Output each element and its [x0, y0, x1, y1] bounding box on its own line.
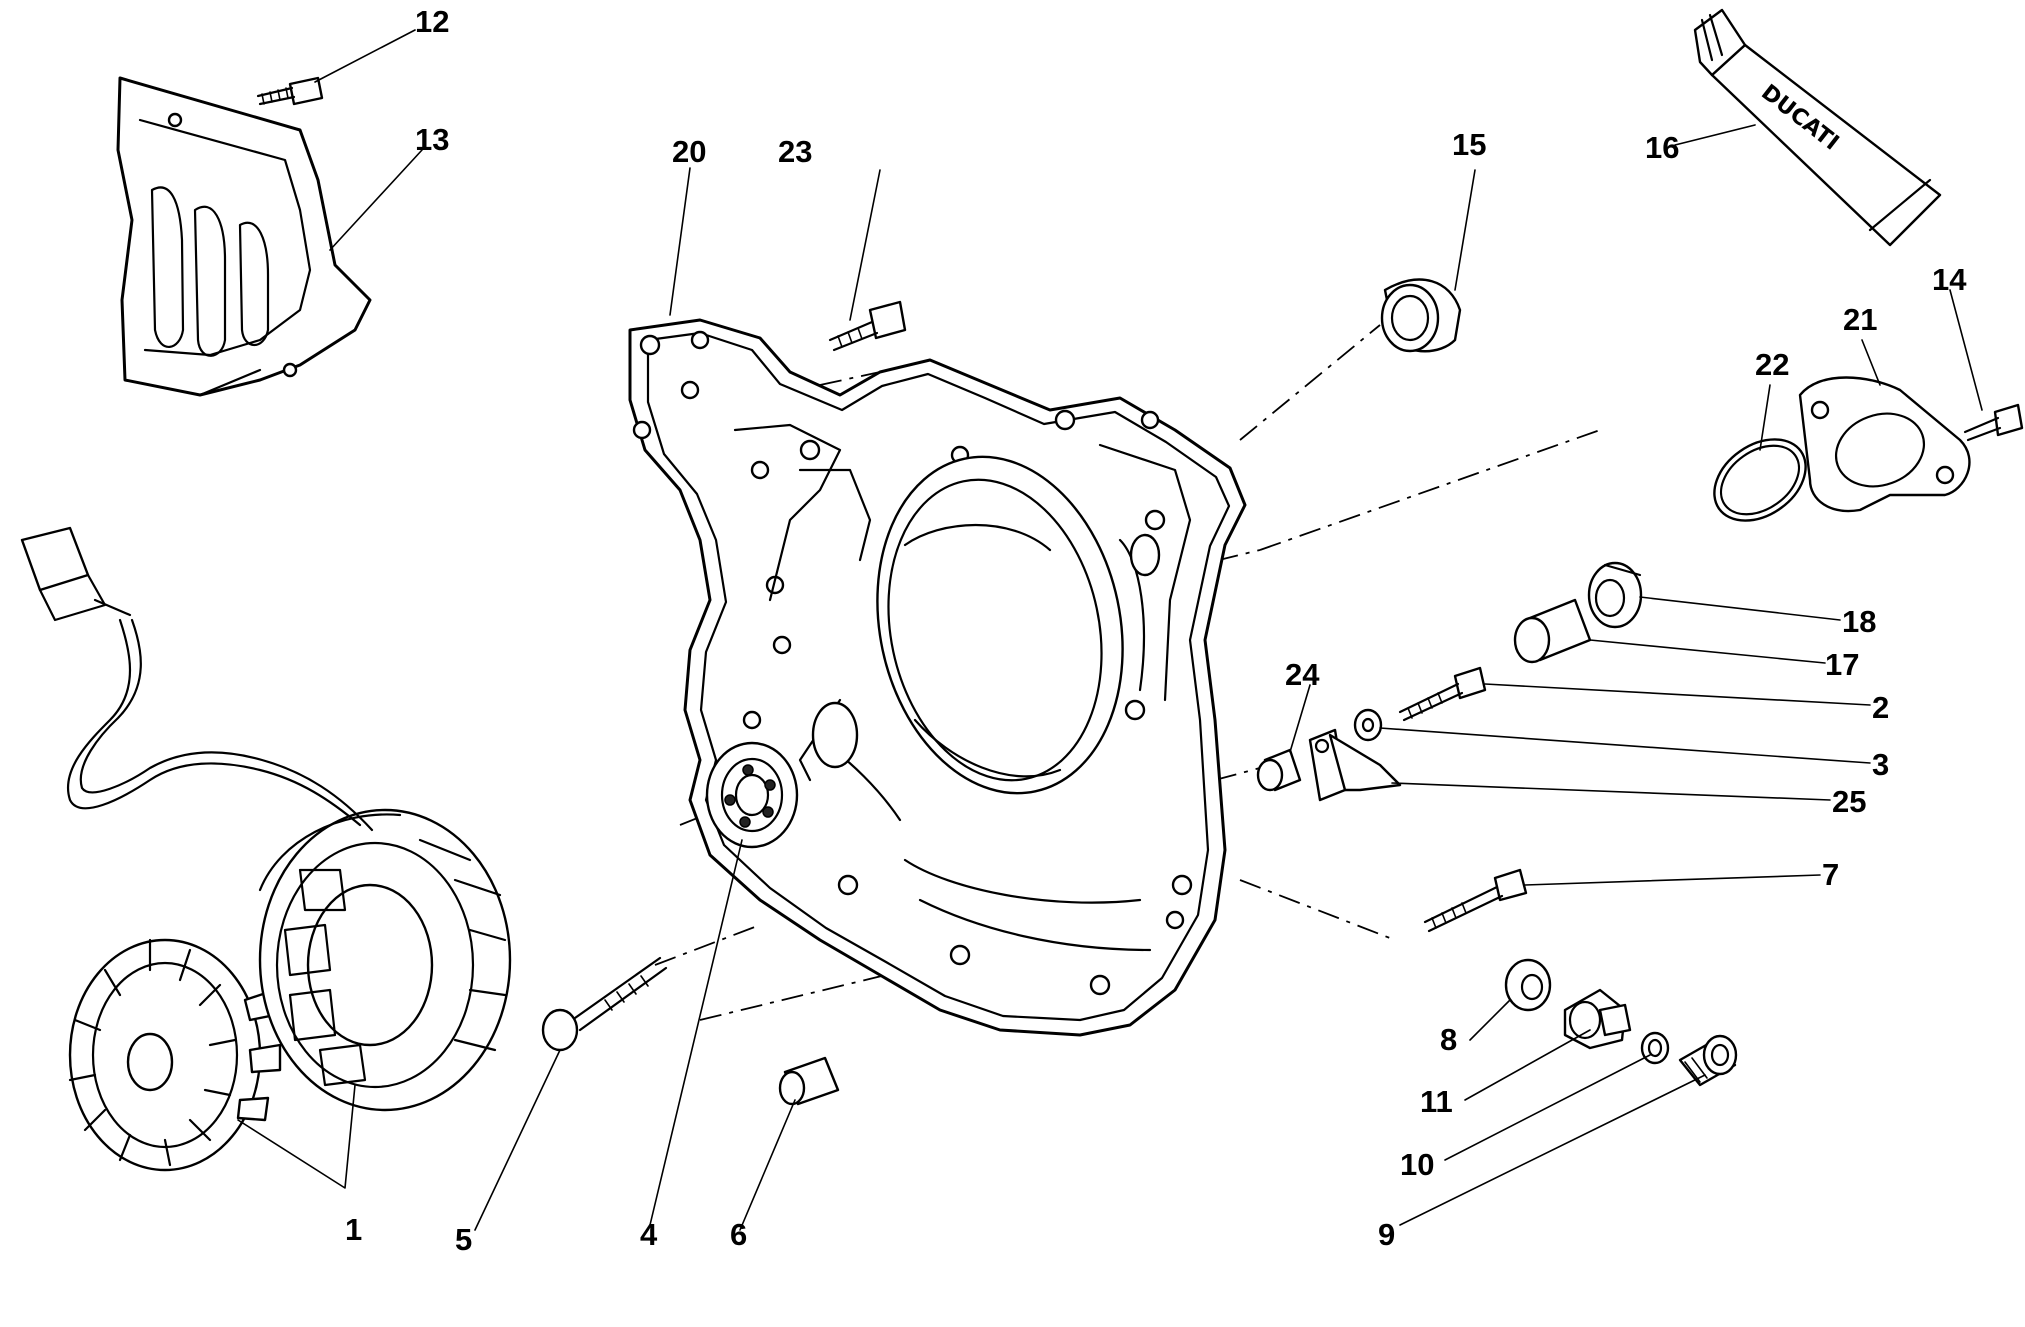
- flange-22: [1798, 376, 1971, 513]
- callout-24: 24: [1285, 657, 1320, 692]
- screw-14: [1963, 403, 2024, 442]
- callout-20: 20: [672, 134, 706, 169]
- screw-5: [541, 956, 668, 1052]
- washer-3: [1353, 708, 1383, 742]
- callout-18: 18: [1842, 604, 1876, 639]
- callout-17: 17: [1825, 647, 1859, 682]
- bearing-15: [1380, 278, 1462, 353]
- callout-22: 21: [1843, 302, 1877, 337]
- cover-ribs: [733, 423, 1192, 952]
- spacer-24: [1256, 748, 1302, 792]
- callout-10: 10: [1400, 1147, 1434, 1182]
- callout-23: 23: [778, 134, 812, 169]
- screw-2: [1398, 666, 1487, 722]
- drain-plug-11: [1563, 988, 1632, 1050]
- callout-4: 4: [640, 1217, 658, 1252]
- ring-10: [1640, 1031, 1670, 1065]
- alternator-cover: [628, 318, 1247, 1037]
- rotor: [68, 938, 282, 1172]
- leader-lines: [237, 29, 1983, 1231]
- callout-13: 13: [415, 122, 449, 157]
- callout-1: 1: [345, 1212, 362, 1247]
- grease-tube-16: DUCATI: [1693, 8, 1942, 247]
- washer-8: [1504, 958, 1552, 1012]
- callout-2: 2: [1872, 690, 1889, 725]
- stator: [258, 808, 512, 1112]
- bushing-17: [1513, 598, 1592, 664]
- bearing-4: [705, 741, 799, 849]
- dowel-6: [778, 1056, 840, 1106]
- cover-bolt-holes: [632, 330, 1193, 996]
- screw-7: [1423, 868, 1528, 933]
- sprocket-cover: [116, 76, 372, 397]
- cover-bore: [876, 455, 1124, 795]
- callout-16: 16: [1645, 130, 1679, 165]
- stator-wiring-harness: [20, 526, 374, 832]
- callout-7: 7: [1822, 857, 1839, 892]
- callout-14: 14: [1932, 262, 1967, 297]
- screw-23: [828, 300, 907, 352]
- callout-25: 25: [1832, 784, 1866, 819]
- o-ring-21: [1713, 438, 1807, 522]
- callout-6: 6: [730, 1217, 747, 1252]
- callout-15: 15: [1452, 127, 1486, 162]
- callout-12: 12: [415, 4, 449, 39]
- bracket-25: [1308, 728, 1402, 802]
- seal-18: [1587, 561, 1643, 629]
- callout-labels: 12 13 20 23 15 16 14 21 22 18 17 2 24 3 …: [345, 4, 1967, 1257]
- callout-5: 5: [455, 1222, 472, 1257]
- screw-12: [256, 76, 324, 106]
- callout-11: 11: [1420, 1084, 1453, 1119]
- callout-21: 22: [1755, 347, 1789, 382]
- callout-8: 8: [1440, 1022, 1457, 1057]
- callout-9: 9: [1378, 1217, 1395, 1252]
- plug-9: [1678, 1034, 1738, 1087]
- callout-3: 3: [1872, 747, 1889, 782]
